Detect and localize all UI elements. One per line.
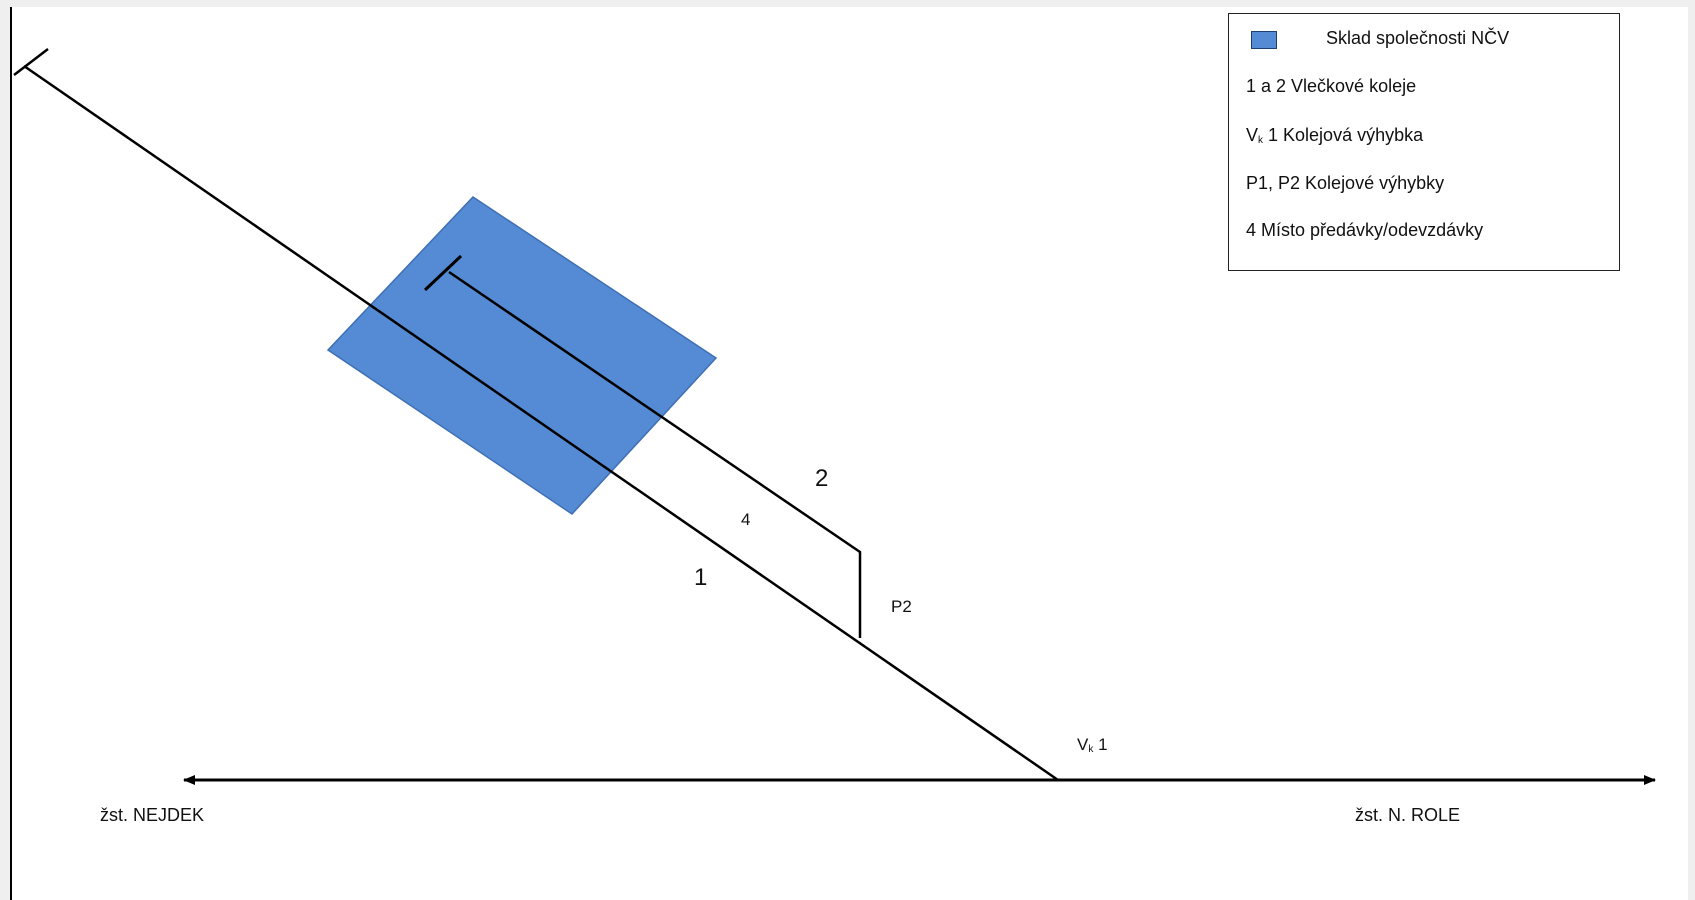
track-2-end-bumper [423, 254, 463, 292]
legend-tracks-label: 1 a 2 Vlečkové koleje [1246, 76, 1417, 96]
track-2-label: 2 [815, 465, 829, 492]
warehouse-shape [326, 196, 718, 515]
switch-p2-label: P2 [891, 597, 912, 616]
legend-handover-label: 4 Místo předávky/odevzdávky [1246, 220, 1484, 240]
legend-warehouse-label: Sklad společnosti NČV [1326, 28, 1510, 48]
handover-label: 4 [741, 510, 751, 529]
legend-box: Sklad společnosti NČV 1 a 2 Vlečkové kol… [1228, 13, 1620, 271]
legend-warehouse-swatch [1251, 31, 1277, 49]
station-right-label: žst. N. ROLE [1355, 805, 1461, 825]
switch-vk1-label: Vk 1 [1077, 735, 1108, 755]
legend-vk-label: Vk 1 Kolejová výhybka [1246, 125, 1424, 146]
legend-p-switches-label: P1, P2 Kolejové výhybky [1246, 173, 1445, 193]
track-1 [23, 64, 1059, 782]
track-1-label: 1 [694, 564, 708, 591]
station-left-label: žst. NEJDEK [100, 805, 205, 825]
track-1-end-bumper [13, 48, 49, 76]
track-2 [448, 270, 862, 638]
